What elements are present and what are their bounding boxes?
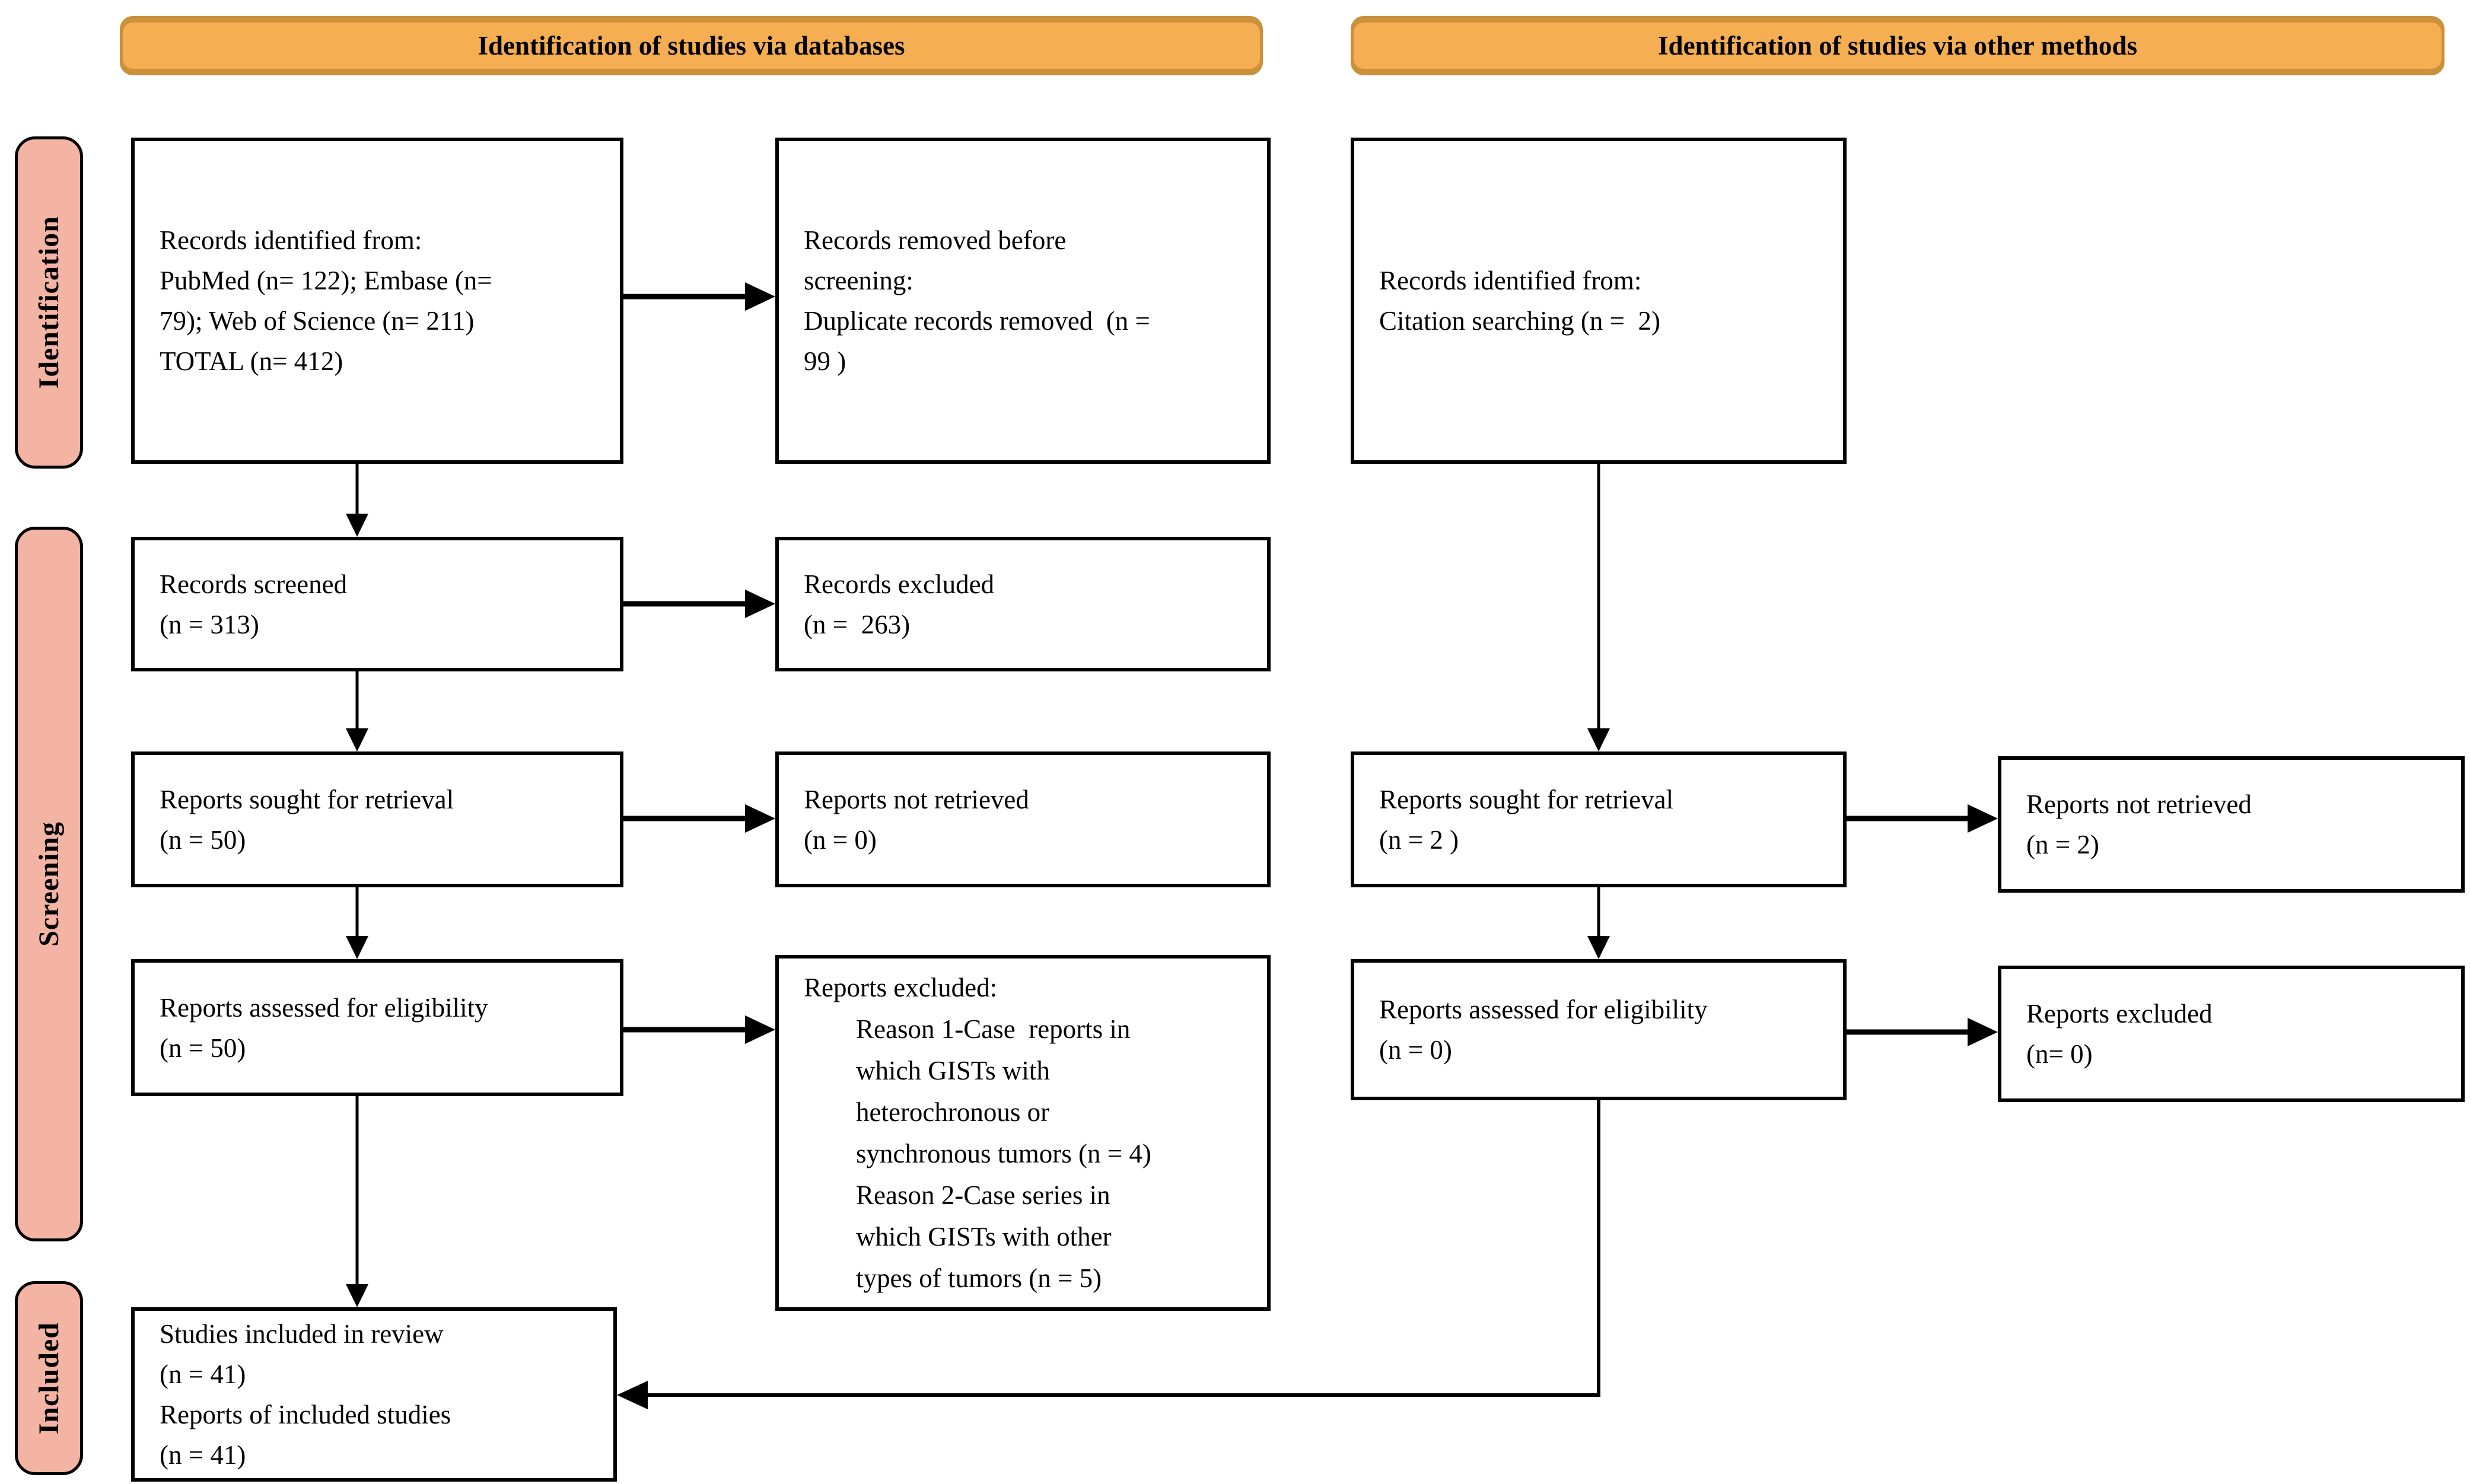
box-text: Reports sought for retrieval (n = 50) (160, 784, 454, 855)
arrow-sought-down-to-assessed (346, 887, 368, 959)
arrow-identified-to-removed (623, 282, 775, 311)
box-text: Reports not retrieved (n = 0) (804, 784, 1029, 855)
box-text: Records identified from: PubMed (n= 122)… (160, 225, 492, 376)
box-text: Reports assessed for eligibility (n = 50… (160, 992, 488, 1063)
box-reports-sought-databases: Reports sought for retrieval (n = 50) (131, 751, 623, 887)
box-reports-excluded-other-methods: Reports excluded (n= 0) (1998, 966, 2465, 1102)
box-reports-assessed-databases: Reports assessed for eligibility (n = 50… (131, 959, 623, 1096)
box-text: Records identified from: Citation search… (1379, 266, 1661, 336)
stage-label-identification: Identification (33, 216, 65, 389)
box-text: Reports excluded (n= 0) (2026, 999, 2213, 1069)
box-reports-not-retrieved-other-methods: Reports not retrieved (n = 2) (1998, 756, 2465, 893)
box-text: Records removed before screening: Duplic… (804, 225, 1150, 376)
banner-identification-via-other-methods: Identification of studies via other meth… (1351, 16, 2444, 75)
box-text: Reports not retrieved (n = 2) (2026, 789, 2252, 859)
box-records-identified-other-methods: Records identified from: Citation search… (1351, 138, 1847, 464)
box-reports-sought-other-methods: Reports sought for retrieval (n = 2 ) (1351, 751, 1847, 887)
banner-identification-via-databases: Identification of studies via databases (120, 16, 1263, 75)
box-text: Reports sought for retrieval (n = 2 ) (1379, 784, 1674, 855)
arrow-assessed-other-to-included (617, 1100, 1600, 1409)
stage-label-included: Included (33, 1321, 65, 1435)
box-studies-included: Studies included in review (n = 41) Repo… (131, 1307, 617, 1482)
reports-excluded-title: Reports excluded: (804, 973, 998, 1002)
arrow-citation-down-to-sought (1587, 464, 1610, 751)
box-records-identified-databases: Records identified from: PubMed (n= 122)… (131, 138, 623, 464)
arrow-assessed-down-to-included (346, 1096, 368, 1307)
reports-excluded-reasons-content: Reports excluded: Reason 1-Case reports … (779, 958, 1158, 1299)
stage-tab-included: Included (15, 1281, 83, 1475)
stage-label-screening: Screening (33, 821, 65, 947)
box-text: Records screened (n = 313) (160, 569, 348, 639)
box-reports-excluded-reasons: Reports excluded: Reason 1-Case reports … (775, 955, 1271, 1311)
box-text: Studies included in review (n = 41) Repo… (160, 1319, 451, 1470)
box-reports-not-retrieved-databases: Reports not retrieved (n = 0) (775, 751, 1271, 887)
arrow-identified-down-to-screened (346, 464, 368, 537)
box-records-excluded: Records excluded (n = 263) (775, 537, 1271, 671)
banner-text: Identification of studies via other meth… (1658, 31, 2137, 60)
stage-tab-identification: Identification (15, 136, 83, 469)
box-text: Records excluded (n = 263) (804, 569, 995, 639)
box-records-removed-before-screening: Records removed before screening: Duplic… (775, 138, 1271, 464)
arrow-screened-down-to-sought (346, 671, 368, 751)
box-reports-assessed-other-methods: Reports assessed for eligibility (n = 0) (1351, 959, 1847, 1100)
box-records-screened: Records screened (n = 313) (131, 537, 623, 671)
arrow-screened-to-excluded (623, 590, 775, 618)
arrow-sought-to-not-retrieved-db (623, 804, 775, 833)
arrow-assessed-to-excluded-db (623, 1015, 775, 1044)
box-text: Reports assessed for eligibility (n = 0) (1379, 995, 1708, 1065)
banner-text: Identification of studies via databases (478, 31, 905, 60)
arrow-sought-down-to-assessed-other (1587, 887, 1610, 959)
arrow-assessed-to-excluded-other (1847, 1018, 1998, 1046)
stage-tab-screening: Screening (15, 527, 83, 1241)
reports-excluded-reason-lines: Reason 1-Case reports in which GISTs wit… (856, 1014, 1151, 1293)
arrow-sought-to-not-retrieved-other (1847, 804, 1998, 833)
